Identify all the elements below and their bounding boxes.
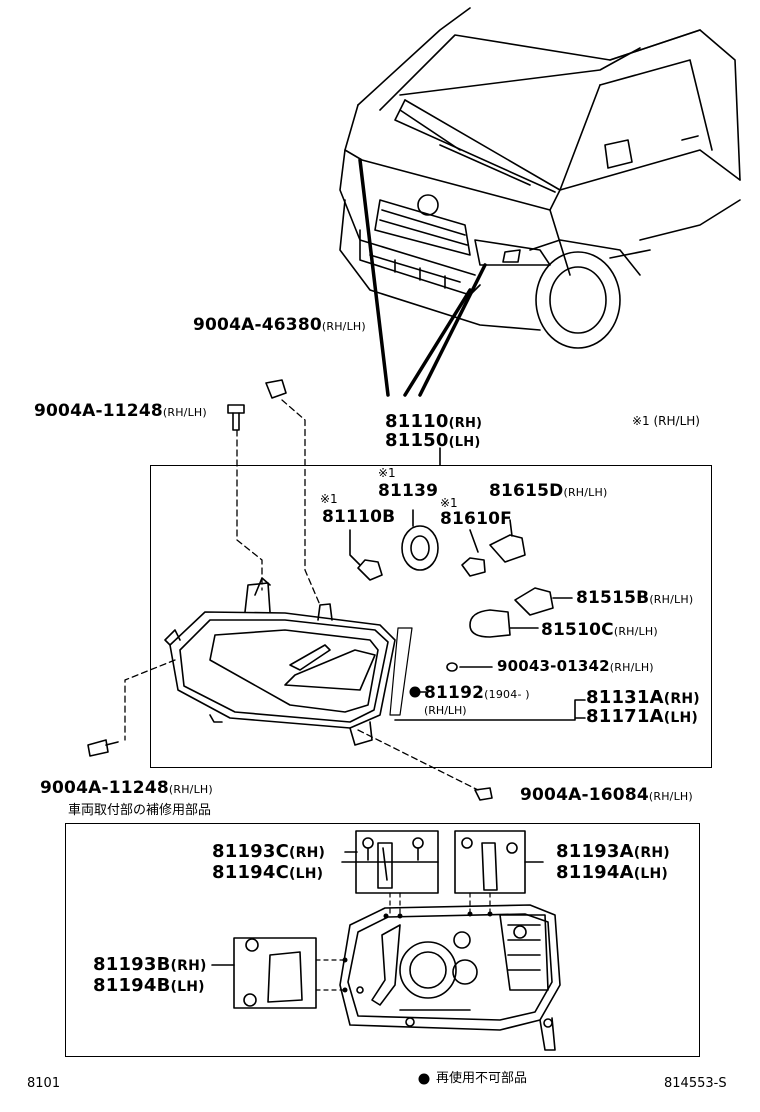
part-number: 90043-01342 (497, 657, 610, 675)
part-label-81194b[interactable]: 81194B(LH) (93, 977, 205, 996)
side-spec: (RH/LH) (162, 406, 207, 419)
mark-81110b: ※1 (320, 492, 338, 506)
part-label-81110[interactable]: 81110(RH) (385, 413, 482, 433)
part-number: 81110B (322, 507, 396, 527)
part-label-81150[interactable]: 81150(LH) (385, 432, 480, 452)
side-spec: (LH) (170, 979, 205, 995)
body-repair-parts-frame (65, 823, 700, 1057)
part-label-81193c[interactable]: 81193C(RH) (212, 843, 325, 862)
part-number: 9004A-16084 (520, 785, 649, 805)
part-number: 81193A (556, 841, 634, 862)
side-spec: (RH/LH) (563, 486, 608, 499)
part-label-90043-01342[interactable]: 90043-01342(RH/LH) (497, 657, 654, 677)
headlamp-assembly-drawing (164, 577, 413, 746)
non-reusable-mark-81192 (409, 686, 421, 698)
part-number: 81150 (385, 430, 449, 451)
part-label-9004a-16084[interactable]: 9004A-16084(RH/LH) (520, 786, 693, 806)
part-number: 81131A (586, 687, 664, 708)
part-number: 9004A-11248 (34, 401, 163, 421)
part-label-81610f[interactable]: 81610F (440, 510, 512, 528)
part-number: 81139 (378, 481, 439, 501)
side-spec: (RH/LH) (649, 593, 694, 606)
part-number: 81515B (576, 588, 650, 608)
figure-number: 8101 (27, 1076, 61, 1091)
headlamp-assembly-frame (150, 465, 712, 768)
part-label-81171a[interactable]: 81171A(LH) (586, 708, 698, 727)
part-label-9004a-46380[interactable]: 9004A-46380(RH/LH) (193, 316, 366, 336)
part-label-81110b[interactable]: 81110B (322, 508, 395, 526)
side-spec: (RH/LH) (648, 790, 693, 803)
mark-81139: ※1 (378, 466, 396, 480)
part-label-81193a[interactable]: 81193A(RH) (556, 843, 670, 862)
vehicle-illustration (339, 7, 741, 397)
part-number: 81194B (93, 975, 171, 996)
part-label-9004a-11248-bottom[interactable]: 9004A-11248(RH/LH) (40, 779, 213, 799)
part-number: 81194C (212, 862, 290, 883)
fastener-drawings (87, 379, 493, 801)
part-number: 81194A (556, 862, 634, 883)
part-label-81194c[interactable]: 81194C(LH) (212, 864, 323, 883)
lower-section-drawing (211, 830, 561, 1051)
production-range: (1904- ) (484, 688, 530, 701)
bulb-parts-drawing (349, 509, 586, 721)
side-spec: (RH/LH) (168, 783, 213, 796)
part-label-81194a[interactable]: 81194A(LH) (556, 864, 668, 883)
part-label-81193b[interactable]: 81193B(RH) (93, 956, 207, 975)
part-number: 81171A (586, 706, 664, 727)
part-label-81615d[interactable]: 81615D(RH/LH) (489, 482, 607, 502)
non-reusable-legend: 再使用不可部品 (436, 1071, 528, 1086)
section-title: 車両取付部の補修用部品 (68, 803, 212, 818)
part-number: 81193B (93, 954, 171, 975)
part-number: 81192 (424, 683, 485, 703)
mark-81610f: ※1 (440, 496, 458, 510)
side-spec: (RH) (170, 958, 207, 974)
side-spec: (RH) (448, 416, 483, 431)
part-number: 9004A-46380 (193, 315, 322, 335)
part-number: 9004A-11248 (40, 778, 169, 798)
side-spec: (RH/LH) (609, 661, 654, 674)
non-reusable-legend-dot (418, 1073, 430, 1085)
part-label-81510c[interactable]: 81510C(RH/LH) (541, 621, 658, 641)
part-number: 81610F (440, 509, 512, 529)
part-number: 81110 (385, 411, 449, 432)
side-spec: (RH) (633, 845, 670, 861)
side-spec-81192: (RH/LH) (424, 704, 467, 717)
side-spec: (LH) (663, 710, 699, 726)
side-spec: (LH) (289, 866, 324, 882)
part-label-81131a[interactable]: 81131A(RH) (586, 689, 700, 708)
side-spec: (RH) (289, 845, 326, 861)
side-spec: (LH) (448, 435, 481, 450)
mark-legend: ※1 (RH/LH) (632, 414, 700, 428)
side-spec: (RH/LH) (321, 320, 366, 333)
part-number: 81510C (541, 620, 614, 640)
side-spec: (LH) (633, 866, 669, 882)
side-spec: (RH) (663, 691, 700, 707)
part-number: 81193C (212, 841, 290, 862)
illustration-code: 814553-S (664, 1076, 727, 1091)
part-label-81192[interactable]: 81192(1904- ) (424, 684, 530, 704)
part-number: 81615D (489, 481, 564, 501)
part-label-9004a-11248-top[interactable]: 9004A-11248(RH/LH) (34, 402, 207, 422)
part-label-81515b[interactable]: 81515B(RH/LH) (576, 589, 693, 609)
side-spec: (RH/LH) (613, 625, 658, 638)
part-label-81139[interactable]: 81139 (378, 482, 438, 500)
